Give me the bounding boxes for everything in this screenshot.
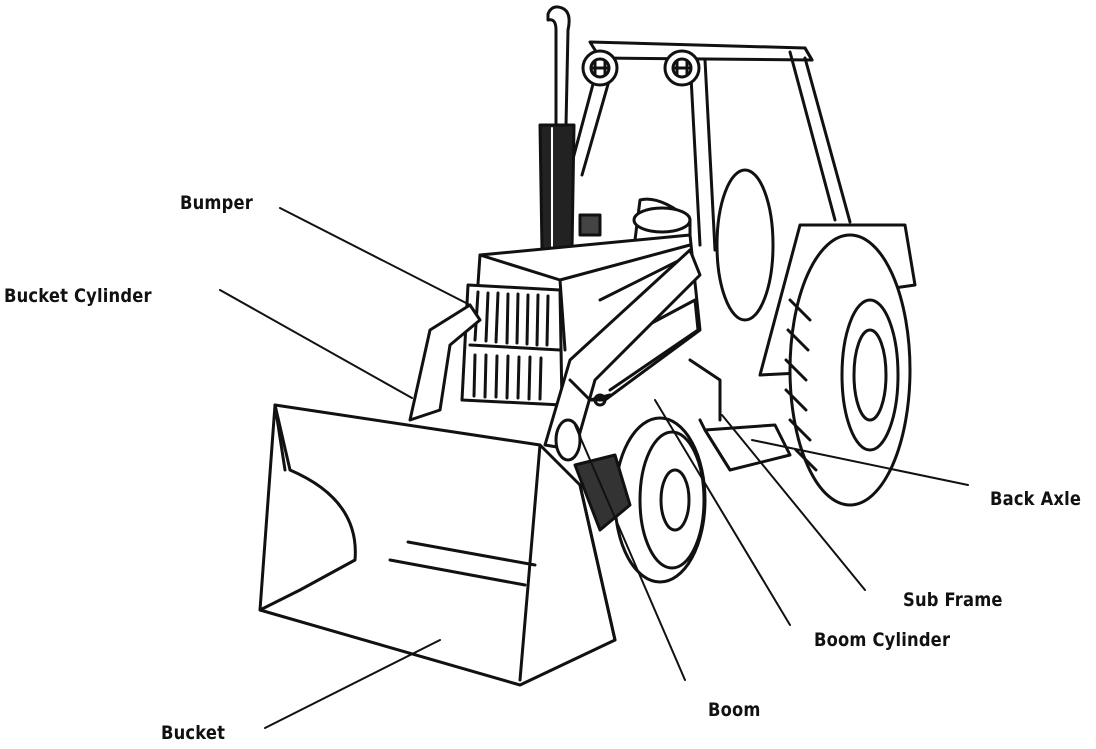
bucket bbox=[258, 403, 617, 687]
sub-frame bbox=[688, 358, 792, 472]
label-sub-frame: Sub Frame bbox=[903, 589, 1003, 611]
leader-back-axle bbox=[751, 439, 969, 486]
label-bumper: Bumper bbox=[180, 192, 253, 214]
label-boom: Boom bbox=[708, 699, 761, 721]
leader-bucket-cylinder bbox=[219, 289, 413, 399]
work-lights bbox=[581, 49, 701, 87]
leader-boom-cylinder bbox=[654, 399, 791, 626]
label-bucket-cylinder: Bucket Cylinder bbox=[4, 285, 152, 307]
label-bucket: Bucket bbox=[161, 722, 226, 744]
leader-boom bbox=[574, 424, 686, 681]
cab-seat bbox=[578, 168, 775, 322]
boom-arms bbox=[408, 248, 702, 452]
leader-lines bbox=[219, 207, 969, 729]
exhaust-stack bbox=[538, 5, 576, 252]
rear-wheel bbox=[758, 223, 917, 507]
leader-bucket bbox=[264, 639, 441, 729]
leader-bumper bbox=[279, 207, 471, 306]
front-axle bbox=[573, 453, 632, 532]
leader-sub-frame bbox=[721, 414, 866, 591]
grille bbox=[460, 283, 564, 407]
front-wheel bbox=[554, 416, 707, 584]
label-back-axle: Back Axle bbox=[990, 488, 1082, 510]
label-boom-cylinder: Boom Cylinder bbox=[814, 629, 951, 651]
